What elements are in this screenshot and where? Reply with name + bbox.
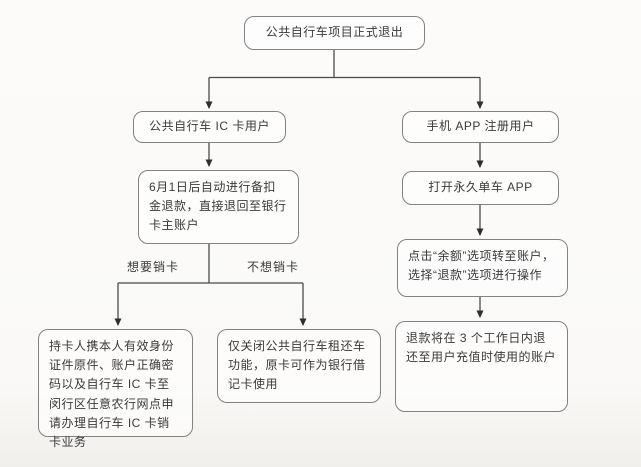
edge-label-no-cancel-card: 不想销卡	[246, 260, 299, 274]
node-project-exit: 公共自行车项目正式退出	[244, 16, 425, 50]
node-open-bike-app: 打开永久单车 APP	[402, 171, 559, 205]
node-keep-card-as-debit: 仅关闭公共自行车租还车功能，原卡可作为银行借记卡使用	[217, 329, 381, 403]
edge-label-want-cancel-card: 想要销卡	[126, 260, 179, 274]
node-refund-within-3-days: 退款将在 3 个工作日内退还至用户充值时使用的账户	[395, 321, 568, 412]
node-auto-refund-after-june1: 6月1日后自动进行备扣金退款，直接退回至银行卡主账户	[138, 170, 299, 244]
node-app-registered-users: 手机 APP 注册用户	[402, 111, 559, 143]
node-ic-card-users: 公共自行车 IC 卡用户	[133, 111, 286, 143]
node-cancel-card-procedure: 持卡人携本人有效身份证件原件、账户正确密码以及自行车 IC 卡至闵行区任意农行网…	[38, 329, 193, 449]
node-balance-refund-option: 点击“余额”选项转至账户，选择“退款”选项进行操作	[397, 239, 568, 297]
